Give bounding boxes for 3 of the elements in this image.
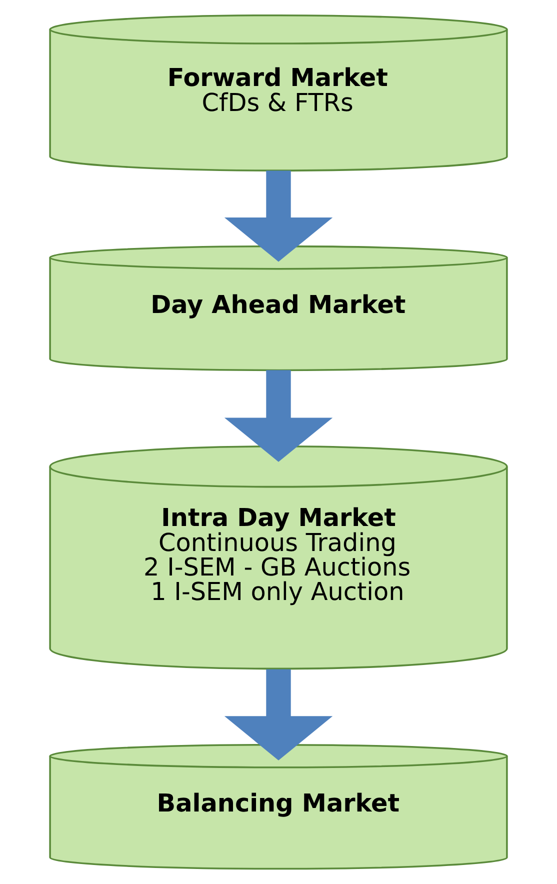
arrow (224, 669, 333, 760)
arrow (224, 370, 333, 462)
arrow (224, 170, 333, 262)
